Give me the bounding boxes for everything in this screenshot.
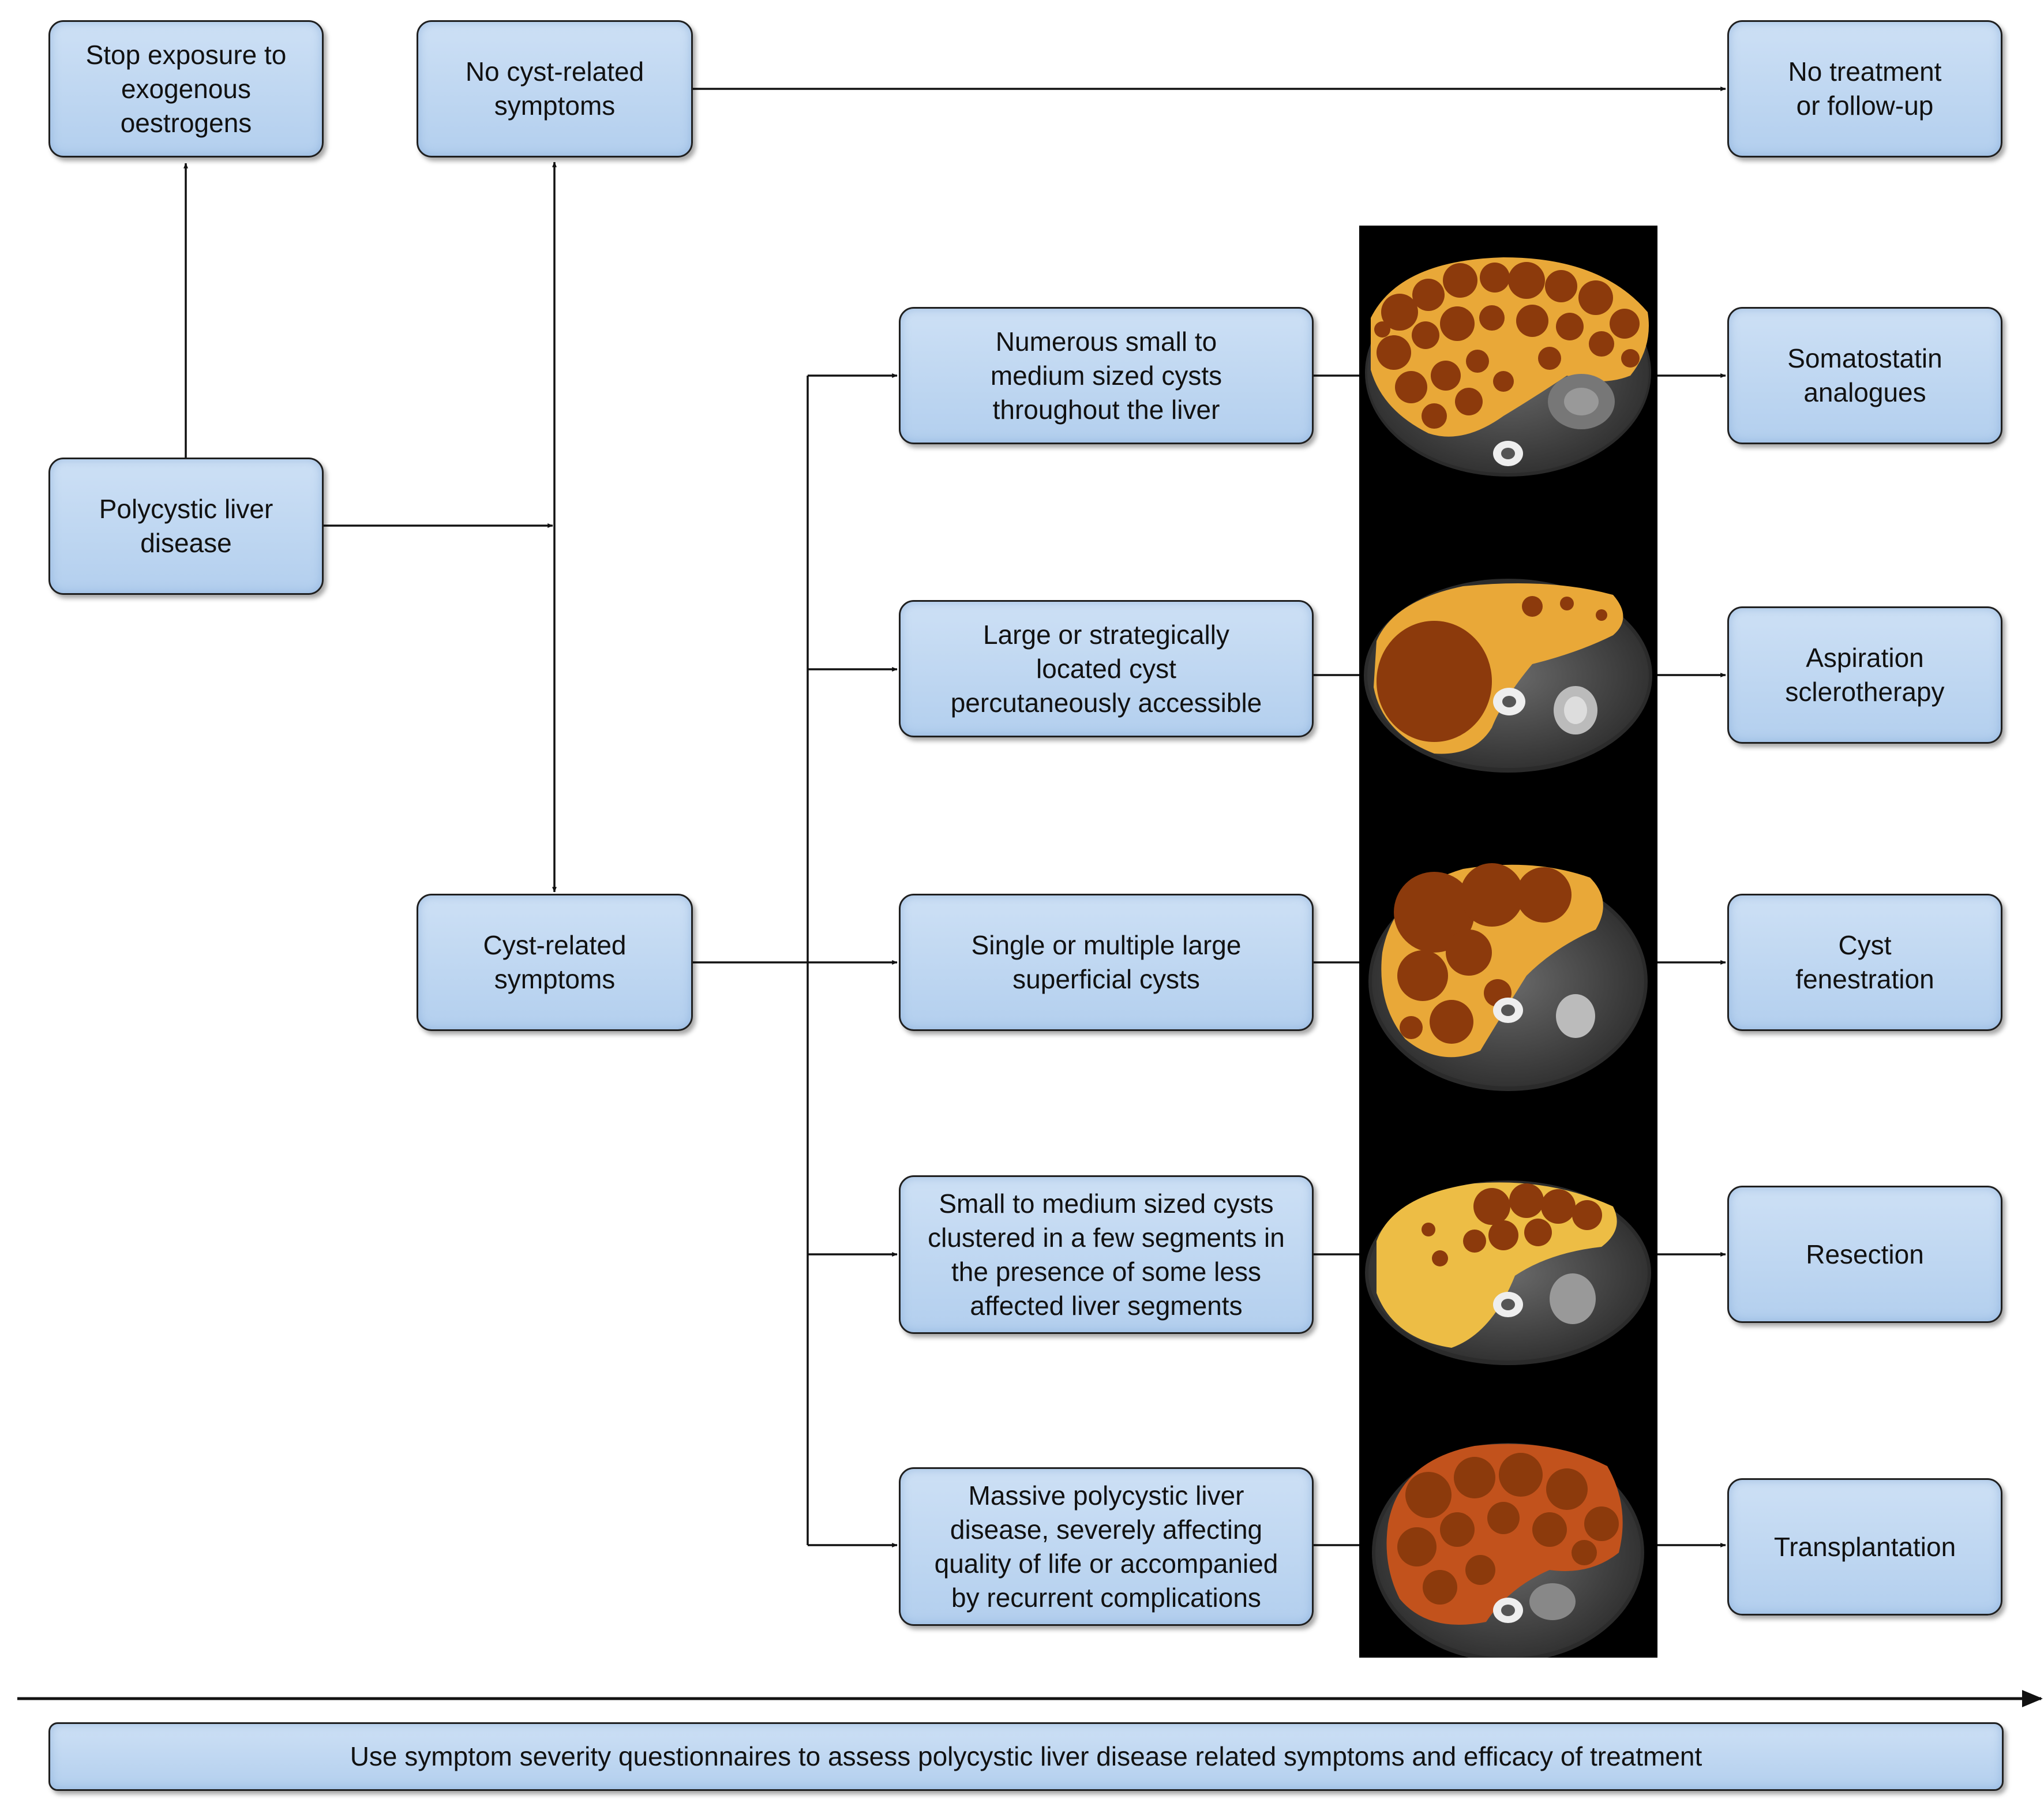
ct-scan-large-cyst — [1364, 579, 1652, 773]
category-numerous-small-box: Numerous small to medium sized cysts thr… — [899, 307, 1314, 444]
category-large-strategic-box: Large or strategically located cyst perc… — [899, 600, 1314, 737]
treatment-fenestration-label: Cyst fenestration — [1795, 930, 1934, 994]
polycystic-liver-disease-label: Polycystic liver disease — [99, 494, 273, 558]
category-single-multiple-label: Single or multiple large superficial cys… — [971, 930, 1242, 994]
no-treatment-label: No treatment or follow-up — [1788, 57, 1942, 121]
ct-scan-clustered-cysts — [1365, 1180, 1651, 1365]
treatment-transplantation-label: Transplantation — [1773, 1531, 1956, 1562]
cyst-related-symptoms-label: Cyst-related symptoms — [483, 930, 627, 994]
no-cyst-symptoms-box: No cyst-related symptoms — [417, 20, 693, 158]
polycystic-liver-disease-box: Polycystic liver disease — [48, 458, 324, 595]
ct-scan-massive-pld — [1372, 1443, 1644, 1662]
category-single-multiple-box: Single or multiple large superficial cys… — [899, 894, 1314, 1031]
symptom-questionnaire-label: Use symptom severity questionnaires to a… — [350, 1741, 1702, 1771]
treatment-resection-box: Resection — [1727, 1186, 2002, 1323]
treatment-resection-label: Resection — [1806, 1239, 1924, 1269]
no-cyst-symptoms-label: No cyst-related symptoms — [465, 57, 644, 121]
treatment-aspiration-box: Aspiration sclerotherapy — [1727, 606, 2002, 744]
cyst-related-symptoms-box: Cyst-related symptoms — [417, 894, 693, 1031]
category-large-strategic-label: Large or strategically located cyst perc… — [950, 619, 1262, 718]
ct-scan-strip — [1359, 226, 1657, 1662]
treatment-aspiration-label: Aspiration sclerotherapy — [1785, 643, 1945, 707]
symptom-questionnaire-bar: Use symptom severity questionnaires to a… — [48, 1722, 2004, 1791]
treatment-fenestration-box: Cyst fenestration — [1727, 894, 2002, 1031]
category-clustered-label: Small to medium sized cysts clustered in… — [928, 1188, 1285, 1321]
ct-scan-numerous-cysts — [1365, 257, 1651, 477]
category-clustered-box: Small to medium sized cysts clustered in… — [899, 1175, 1314, 1334]
no-treatment-box: No treatment or follow-up — [1727, 20, 2002, 158]
treatment-somatostatin-box: Somatostatin analogues — [1727, 307, 2002, 444]
category-massive-box: Massive polycystic liver disease, severe… — [899, 1467, 1314, 1626]
category-numerous-small-label: Numerous small to medium sized cysts thr… — [990, 326, 1222, 425]
category-massive-label: Massive polycystic liver disease, severe… — [934, 1480, 1278, 1613]
ct-scan-images — [1364, 257, 1652, 1662]
treatment-somatostatin-label: Somatostatin analogues — [1787, 343, 1942, 407]
stop-exposure-box: Stop exposure to exogenous oestrogens — [48, 20, 324, 158]
stop-exposure-label: Stop exposure to exogenous oestrogens — [85, 39, 287, 138]
ct-scan-superficial-cysts — [1368, 863, 1648, 1091]
treatment-transplantation-box: Transplantation — [1727, 1478, 2002, 1616]
